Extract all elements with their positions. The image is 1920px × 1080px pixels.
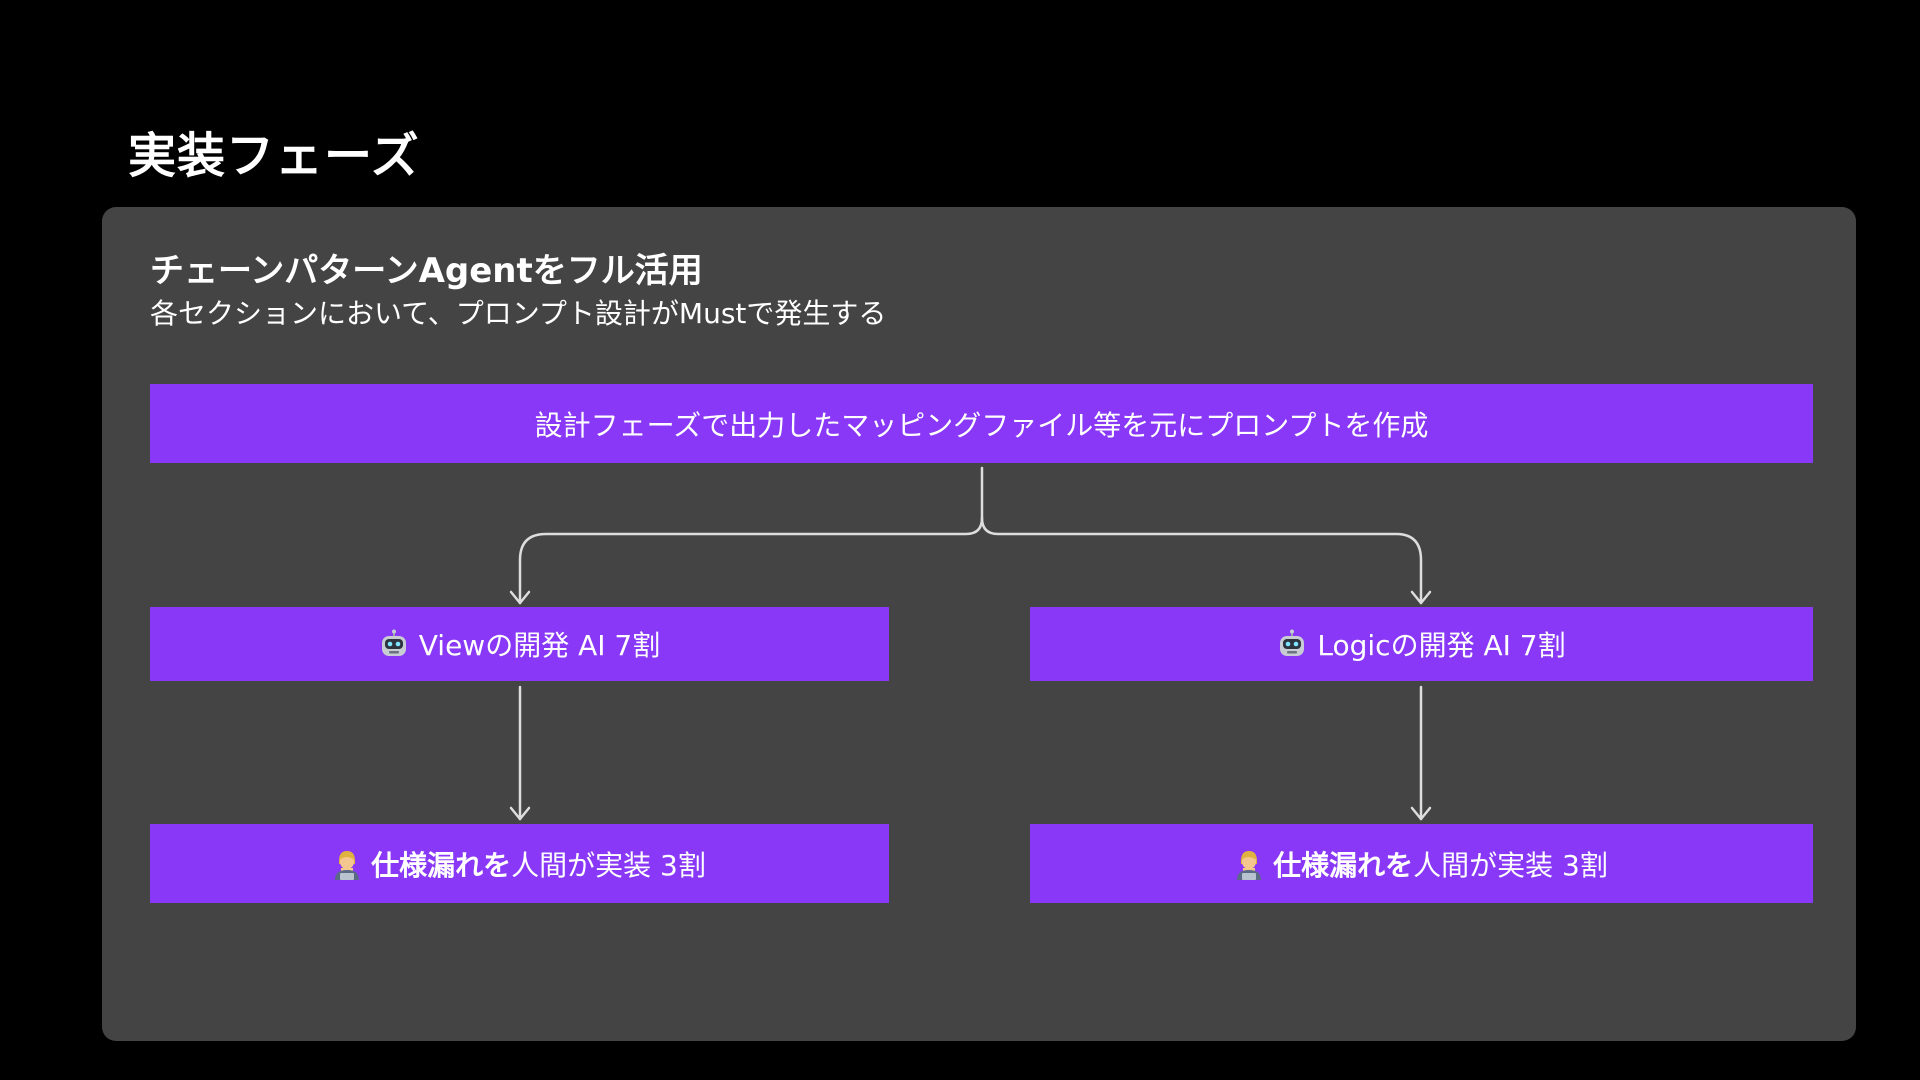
human-implementation-rest-right: 人間が実装 3割 [1413,848,1608,882]
logic-development-box: Logicの開発 AI 7割 [1030,607,1813,681]
page-title: 実装フェーズ [128,128,420,184]
human-implementation-bold-right: 仕様漏れを [1273,848,1414,882]
robot-icon [381,629,406,656]
robot-icon [1280,629,1305,656]
logic-development-label: Logicの開発 AI 7割 [1317,629,1566,662]
person-icon [1237,850,1262,880]
human-implementation-box-right: 仕様漏れを人間が実装 3割 [1030,824,1813,903]
prompt-creation-label: 設計フェーズで出力したマッピングファイル等を元にプロンプトを作成 [534,408,1429,442]
view-development-label: Viewの開発 AI 7割 [418,629,661,662]
prompt-creation-box: 設計フェーズで出力したマッピングファイル等を元にプロンプトを作成 [150,384,1813,463]
human-implementation-box-left: 仕様漏れを人間が実装 3割 [150,824,889,903]
human-implementation-rest-left: 人間が実装 3割 [511,848,706,882]
human-implementation-bold-left: 仕様漏れを [371,848,512,882]
view-development-box: Viewの開発 AI 7割 [150,607,889,681]
panel-heading: チェーンパターンAgentをフル活用 [150,251,703,291]
panel-subheading: 各セクションにおいて、プロンプト設計がMustで発生する [150,297,887,330]
person-icon [335,850,360,880]
